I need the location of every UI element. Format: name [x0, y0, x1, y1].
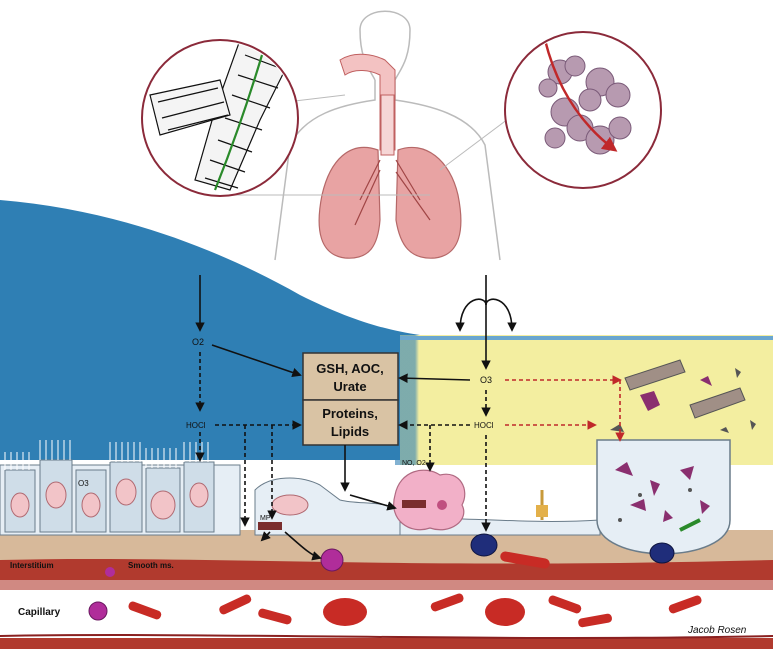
box-bottom-line-1: Proteins, — [322, 406, 378, 421]
hocl-left-label: HOCl — [186, 421, 206, 430]
airway-trachea — [339, 53, 396, 156]
hocl-right-label: HOCl — [474, 421, 494, 430]
cilia-label: O3 — [78, 479, 89, 488]
lungs-icon — [318, 146, 462, 259]
proteins-lipids-box: Proteins, Lipids — [302, 399, 399, 446]
macrophage-cell — [393, 469, 466, 531]
lymphocyte-cell — [470, 533, 498, 557]
capillary-label: Capillary — [18, 607, 61, 618]
neutrophil-cell — [88, 548, 344, 621]
alveoli-magnified-circle — [504, 31, 662, 189]
interstitium-label: Interstitium — [10, 561, 54, 570]
pathway-arrows — [195, 275, 517, 561]
o2-left-label: O2 — [192, 337, 204, 347]
box-top-line-1: GSH, AOC, — [316, 361, 383, 376]
alveolus-cup — [596, 439, 731, 564]
box-bottom-line-2: Lipids — [331, 424, 369, 439]
red-pathway-arrows — [505, 375, 625, 442]
smooth-muscle-label: Smooth ms. — [128, 561, 174, 570]
sensor-cell-icon — [536, 490, 548, 520]
tissue-layers — [0, 530, 773, 649]
red-blood-cells — [128, 551, 702, 628]
mp-cell — [258, 522, 282, 530]
airway-magnified-circle — [141, 39, 299, 197]
mp-label: MP — [260, 515, 271, 522]
antioxidant-box: GSH, AOC, Urate — [302, 352, 399, 401]
airway-epithelium — [0, 440, 241, 536]
o3-right-label: O3 — [480, 375, 492, 385]
signature-text: Jacob Rosen — [687, 625, 747, 636]
ros-label: NO, O2 — [402, 460, 426, 467]
box-top-line-2: Urate — [333, 379, 366, 394]
